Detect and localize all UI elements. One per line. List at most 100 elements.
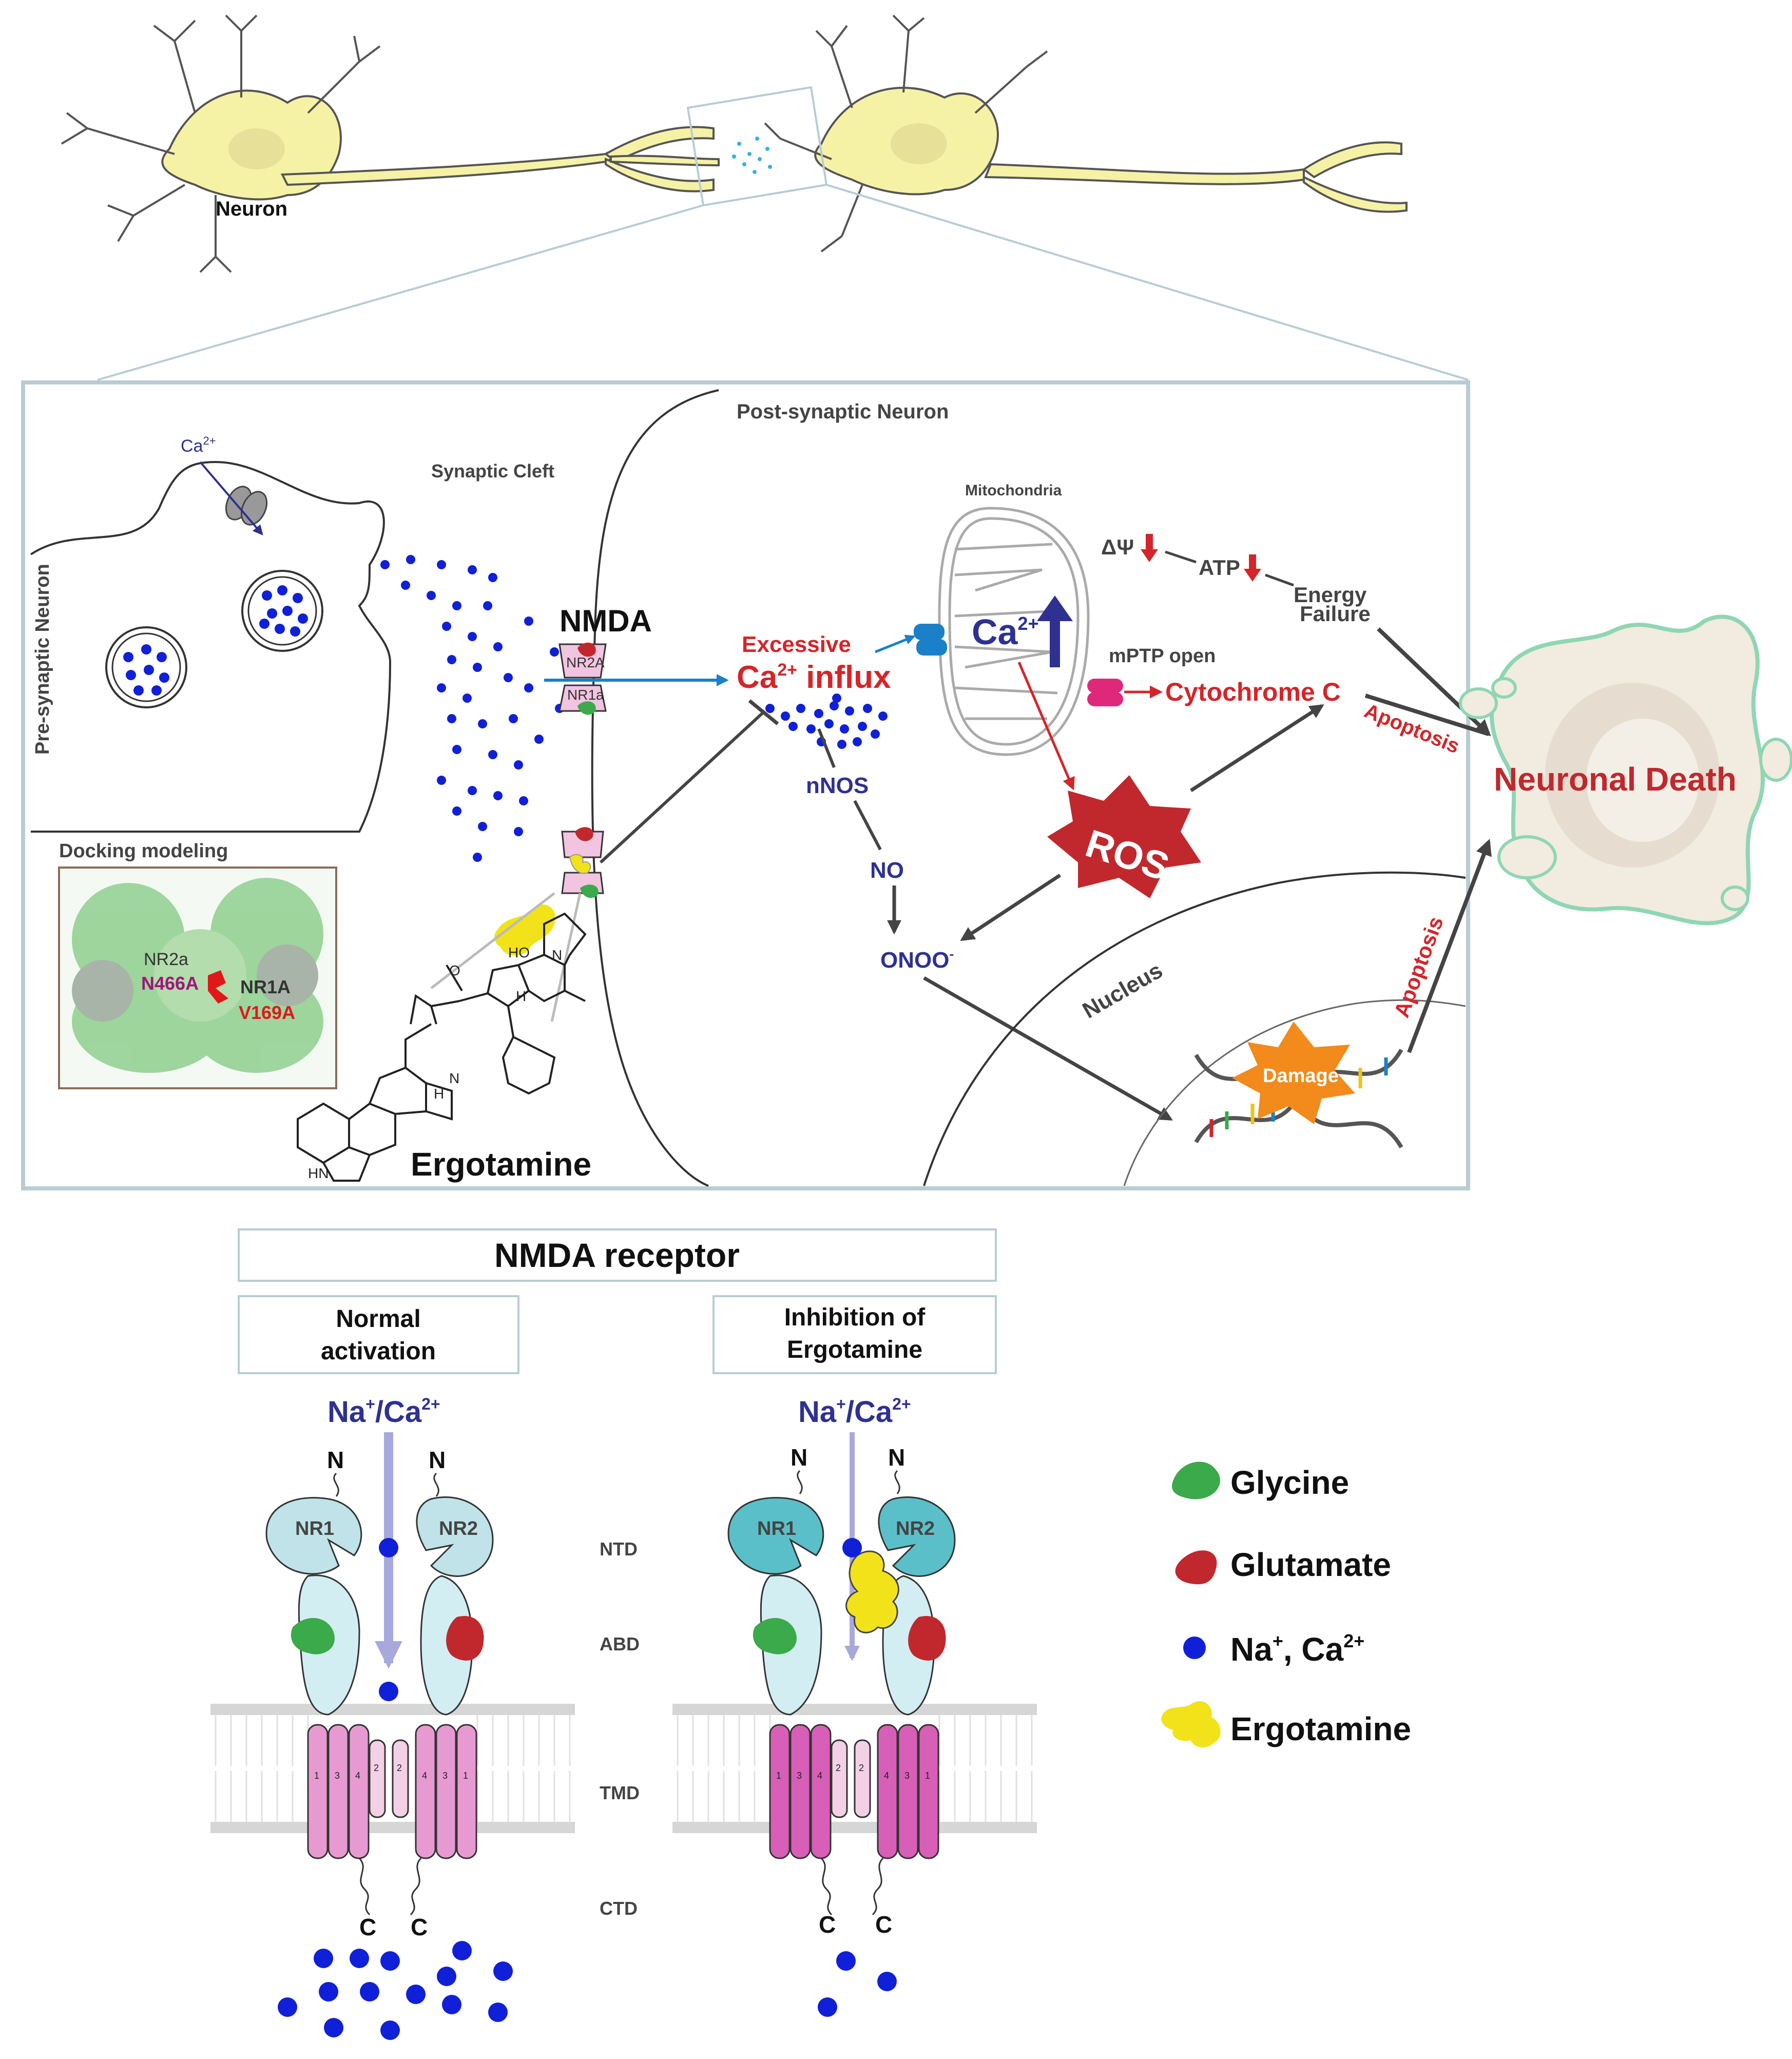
helices-left-normal: [307, 1724, 386, 1859]
cytc-to-death-line: [1364, 694, 1490, 736]
helices-right-inhibited: [854, 1724, 939, 1859]
helices-right-normal: [392, 1724, 477, 1859]
n-terminal-nr1-inhibited: N: [791, 1444, 807, 1471]
neuron-right-dendrites: [764, 14, 1048, 253]
damage-label: Damage: [1263, 1065, 1339, 1087]
svg-text:O: O: [449, 963, 460, 978]
c-terminal-nr1-inhibited: C: [819, 1911, 836, 1938]
post-synaptic-label: Post-synaptic Neuron: [737, 400, 949, 423]
svg-text:3: 3: [442, 1771, 448, 1781]
nmda-channel: [558, 642, 607, 715]
post-synaptic-membrane: [591, 389, 719, 1187]
ion-dots-released-inhibited: [818, 1951, 897, 2017]
docking-nr1a-label: NR1A: [240, 976, 291, 997]
ctd-tail-nr1-normal: [358, 1857, 371, 1916]
nr1-linker-normal: [333, 1472, 339, 1497]
synaptic-vesicle: [241, 570, 323, 652]
nmda-channel-blocked: [561, 827, 604, 898]
svg-text:1: 1: [776, 1771, 781, 1781]
nr2a-channel-label: NR2A: [566, 655, 605, 670]
svg-text:2: 2: [836, 1763, 841, 1773]
svg-text:1: 1: [314, 1771, 319, 1781]
ca-influx-label: Ca2+ influx: [737, 660, 891, 695]
damage-burst: [1232, 1022, 1355, 1124]
normal-activation-box: [238, 1295, 519, 1374]
neuron-left-nucleus: [228, 128, 285, 169]
psi-to-atp-line: [1165, 550, 1197, 564]
ion-dot-icon: [1183, 1637, 1206, 1659]
ca-to-mito-arrow: [875, 634, 916, 653]
ca-pump-icon: [914, 624, 947, 656]
c-terminal-nr2-inhibited: C: [875, 1911, 892, 1938]
docking-n466a-label: N466A: [141, 973, 199, 994]
receptor-title-box: [238, 1228, 997, 1282]
ergotamine-atom-labels: HN H N O HO N H: [308, 945, 562, 1181]
onoo-to-dna-arrow: [923, 976, 1173, 1121]
nr2-ntd-inhibited: [878, 1496, 956, 1577]
docked-ligand-icon: [208, 970, 228, 1004]
nr1-linker-inhibited: [797, 1470, 803, 1494]
mptp-label: mPTP open: [1109, 645, 1216, 667]
svg-text:2: 2: [374, 1763, 379, 1773]
mitochondria-label: Mitochondria: [965, 482, 1062, 499]
synapse-zoom-box: [97, 86, 1469, 381]
svg-text:2: 2: [859, 1763, 864, 1773]
nr1-label-normal: NR1: [295, 1518, 334, 1540]
svg-text:4: 4: [884, 1771, 889, 1781]
svg-text:N: N: [552, 947, 562, 963]
ergotamine-bound: [845, 1550, 899, 1633]
mitochondria: [938, 507, 1090, 756]
synaptic-cleft-label: Synaptic Cleft: [431, 460, 554, 482]
svg-text:3: 3: [904, 1771, 910, 1781]
ion-label-normal: Na+/Ca2+: [327, 1395, 440, 1429]
pointer-line-right: [550, 893, 582, 1022]
neuronal-death-cell: [1459, 614, 1792, 926]
energy-failure-line2: Failure: [1300, 602, 1371, 626]
svg-text:HN: HN: [308, 1165, 329, 1181]
ca-up-arrow-icon: [1037, 595, 1073, 667]
ros-burst: [1047, 775, 1201, 898]
svg-text:N: N: [449, 1070, 459, 1086]
helices-left-inhibited: [769, 1724, 848, 1859]
ca-in-label: Ca2+: [181, 434, 216, 456]
normal-activation-line1: Normal: [336, 1305, 420, 1333]
n-terminal-nr2-inhibited: N: [888, 1444, 905, 1471]
ion-dot-pore-normal: [379, 1682, 398, 1701]
svg-text:4: 4: [422, 1771, 427, 1781]
excessive-label: Excessive: [742, 632, 851, 657]
domain-ctd: CTD: [600, 1898, 638, 1919]
inhibition-line: [599, 709, 766, 864]
nmda-label: NMDA: [560, 604, 652, 638]
legend-glutamate: Glutamate: [1230, 1546, 1391, 1583]
synapse-dots-top: [732, 137, 772, 174]
ctd-tail-nr2-inhibited: [872, 1857, 884, 1916]
glutamate-normal: [446, 1616, 484, 1661]
receptor-title: NMDA receptor: [494, 1236, 740, 1274]
ros-to-onoo-arrow: [960, 874, 1061, 941]
svg-text:3: 3: [797, 1771, 802, 1781]
nr1-ntd-inhibited: [727, 1497, 824, 1575]
inhibition-line2: Ergotamine: [787, 1336, 922, 1363]
c-terminal-nr1-normal: C: [359, 1914, 376, 1940]
svg-text:4: 4: [817, 1771, 822, 1781]
ergotamine-label: Ergotamine: [411, 1146, 591, 1183]
ergotamine-structure: [297, 912, 587, 1182]
n-terminal-nr2-normal: N: [429, 1447, 446, 1473]
ros-to-cytc-arrow: [1190, 704, 1324, 792]
docking-v169a-label: V169A: [239, 1002, 295, 1023]
atp-to-energy-line: [1265, 573, 1294, 587]
ion-dots-released-normal: [278, 1941, 513, 2040]
glutamate-inhibited: [908, 1616, 946, 1661]
nucleus-inner: [1123, 999, 1466, 1186]
glutamate-icon: [1175, 1550, 1217, 1585]
nucleus-outer: [923, 871, 1466, 1186]
ctd-tail-nr1-inhibited: [820, 1857, 833, 1916]
svg-text:H: H: [434, 1086, 444, 1102]
nr2-linker-inhibited: [894, 1470, 900, 1494]
mito-ca-label: Ca2+: [972, 612, 1039, 652]
mptp-channel-icon: [1087, 679, 1123, 706]
atp-down-arrow-icon: [1244, 554, 1261, 582]
svg-text:4: 4: [355, 1771, 360, 1781]
nr1-label-inhibited: NR1: [757, 1518, 796, 1540]
legend-glycine: Glycine: [1230, 1464, 1349, 1501]
